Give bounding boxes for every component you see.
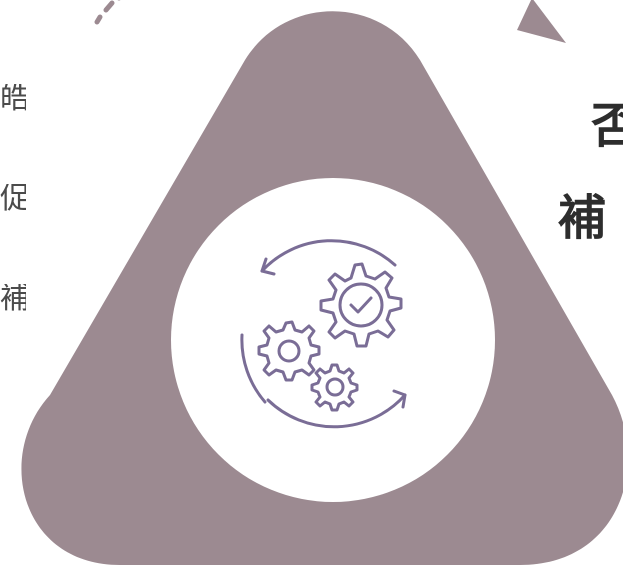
left-vertical-text: 皓 促 補 <box>0 84 26 384</box>
left-char-2: 促 <box>0 184 26 216</box>
dashed-connector-left <box>94 0 121 25</box>
right-heading-line2: 補 <box>558 190 607 246</box>
left-char-1: 皓 <box>0 84 26 116</box>
right-heading-line1: 否 <box>591 98 623 154</box>
left-char-3: 補 <box>0 284 26 316</box>
arrowhead-top-right <box>517 0 566 43</box>
center-circle <box>171 178 495 502</box>
gears-with-check-cycle-icon <box>240 239 407 429</box>
